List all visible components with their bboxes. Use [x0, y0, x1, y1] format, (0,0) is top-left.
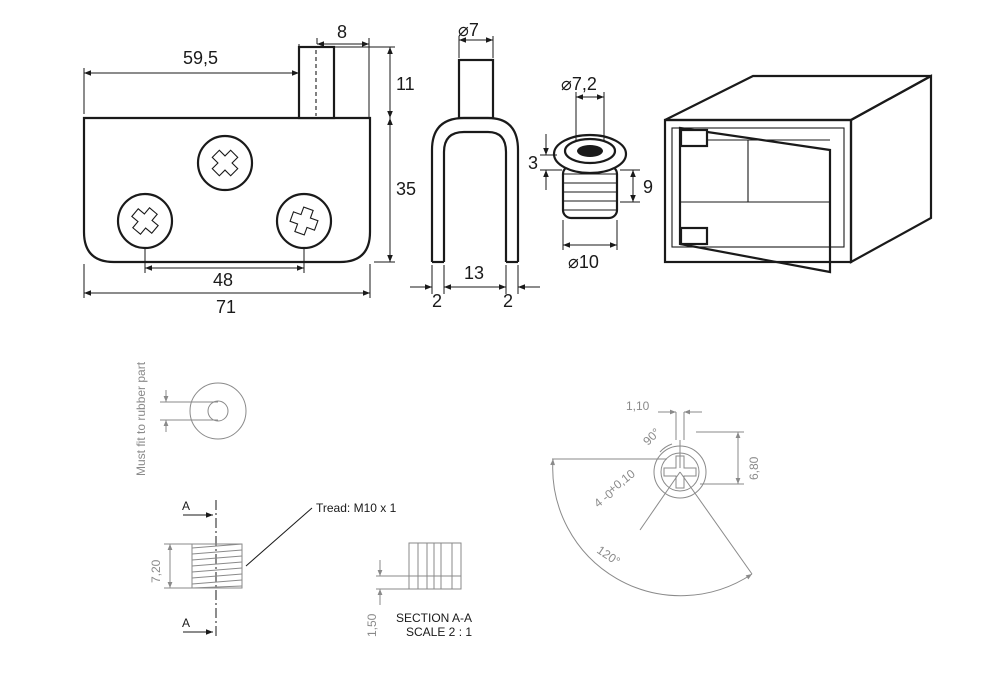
dim-section-depth: 1,50: [365, 613, 379, 637]
dim-bushing-bore: ⌀7,2: [561, 74, 597, 94]
cabinet-view: [663, 74, 933, 274]
fit-note: Must fit to rubber part: [134, 361, 148, 476]
section-title: SECTION A-A: [396, 611, 472, 625]
cabinet-inner-back: [680, 139, 749, 203]
screw-right: [275, 192, 333, 250]
dim-plate-width: 59,5: [183, 48, 218, 68]
hinge-plate-view: 59,5 8 11 35 48 71: [82, 22, 416, 317]
dim-bushing-length: 9: [643, 177, 653, 197]
dim-thread-diameter: 7,20: [149, 559, 163, 583]
thread-note: Tread: M10 x 1: [316, 501, 397, 515]
dim-slot-height: 6,80: [747, 456, 761, 480]
dim-slot-angle: 90°: [640, 425, 663, 448]
slot-angle-view: 1,10 90° +0,10 4 -0 6,80 120°: [550, 399, 761, 597]
hinge-plate-outline: [82, 116, 372, 264]
section-marker-top: A: [182, 499, 190, 513]
dim-bushing-head: 3: [528, 153, 538, 173]
dim-sweep-angle: 120°: [594, 543, 623, 569]
dim-slot-width: 1,10: [626, 399, 650, 413]
section-marker-bottom: A: [182, 616, 190, 630]
dim-pin-diameter: ⌀7: [458, 20, 479, 40]
screw-top: [196, 134, 254, 192]
dim-fork-wall-right: 2: [503, 291, 513, 311]
dim-plate-height: 35: [396, 179, 416, 199]
dim-overall-width: 71: [216, 297, 236, 317]
cabinet-door: [678, 126, 832, 274]
cabinet-side: [849, 74, 933, 264]
dim-pin-height: 11: [396, 74, 415, 94]
bushing-view: ⌀7,2 3 9 ⌀10: [528, 74, 653, 272]
section-a-a-view: 1,50 SECTION A-A SCALE 2 : 1: [365, 542, 472, 639]
dim-hole-spacing: 48: [213, 270, 233, 290]
fork-side-view: ⌀7 13 2 2: [410, 20, 540, 311]
dim-pin-width: 8: [337, 22, 347, 42]
fork-outer: [430, 116, 520, 262]
dim-fork-inner: 13: [464, 263, 484, 283]
rubber-fit-view: Must fit to rubber part: [134, 361, 247, 476]
fork-pin: [457, 58, 495, 120]
dim-fork-wall-left: 2: [432, 291, 442, 311]
bushing-bore: [577, 145, 603, 157]
dim-bushing-outer: ⌀10: [568, 252, 599, 272]
fork-inner: [442, 130, 508, 262]
screw-left: [116, 192, 174, 250]
section-scale: SCALE 2 : 1: [406, 625, 472, 639]
thread-view: A A 7,20 Tread: M10 x 1: [149, 499, 397, 636]
cabinet-front-frame: [663, 118, 853, 264]
